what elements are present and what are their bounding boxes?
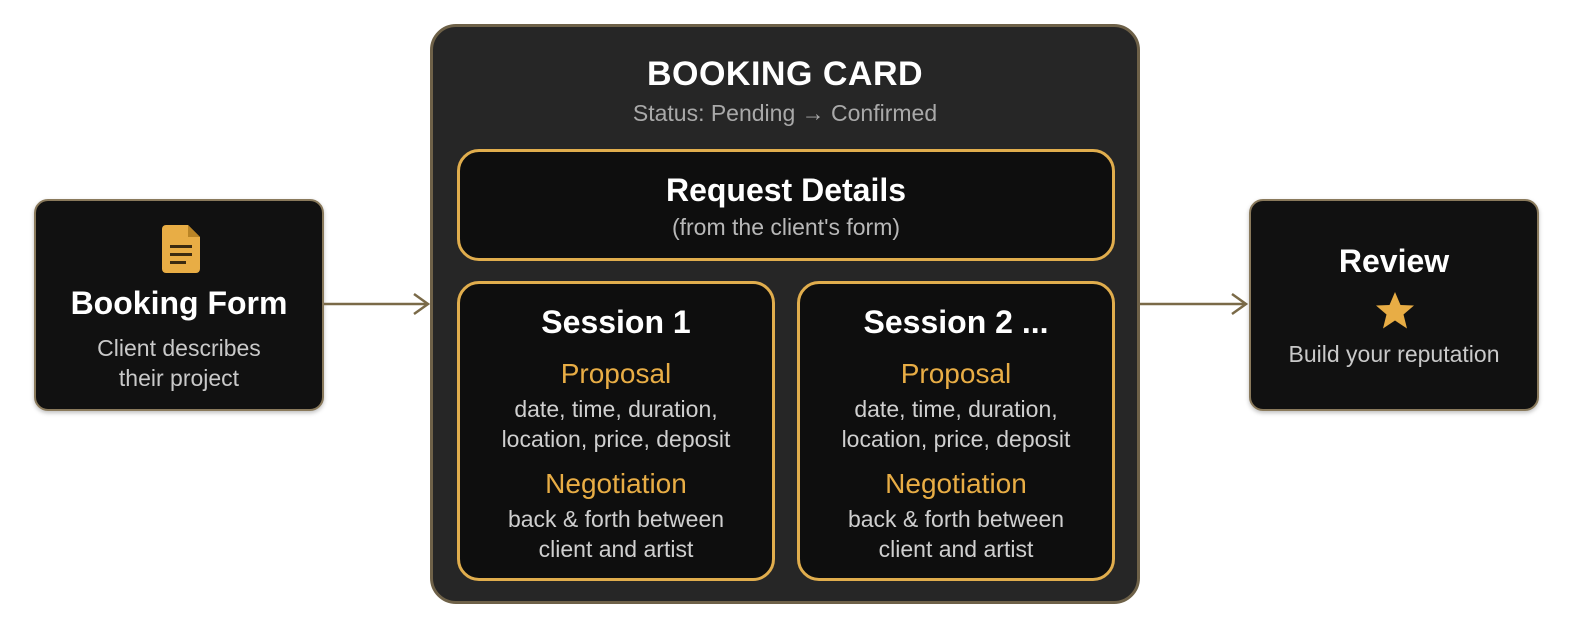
booking-form-title: Booking Form bbox=[70, 285, 288, 321]
booking-card: BOOKING CARD Status: Pending → Confirmed… bbox=[430, 24, 1140, 604]
review-description: Build your reputation bbox=[1288, 341, 1500, 367]
proposal-heading: Proposal bbox=[900, 358, 1012, 389]
star-icon bbox=[1376, 292, 1414, 329]
booking-form-box: Booking Form Client describes their proj… bbox=[34, 199, 324, 411]
arrow-card-to-review bbox=[1140, 292, 1249, 316]
booking-card-title: BOOKING CARD bbox=[646, 55, 924, 93]
document-icon bbox=[162, 225, 200, 273]
session-title: Session 2 ... bbox=[863, 304, 1049, 340]
proposal-text: date, time, duration, location, price, d… bbox=[841, 396, 1071, 452]
review-box: Review Build your reputation bbox=[1249, 199, 1539, 411]
request-details-box: Request Details (from the client's form) bbox=[457, 149, 1115, 261]
proposal-heading: Proposal bbox=[560, 358, 672, 389]
booking-form-description: Client describes their project bbox=[97, 335, 261, 391]
request-details-subtitle: (from the client's form) bbox=[671, 214, 901, 240]
session-1-box: Session 1 Proposal date, time, duration,… bbox=[457, 281, 775, 581]
negotiation-text: back & forth between client and artist bbox=[507, 506, 725, 562]
arrow-form-to-card bbox=[324, 292, 431, 316]
session-title: Session 1 bbox=[541, 304, 691, 340]
request-details-title: Request Details bbox=[665, 172, 907, 208]
session-2-box: Session 2 ... Proposal date, time, durat… bbox=[797, 281, 1115, 581]
negotiation-heading: Negotiation bbox=[545, 468, 687, 499]
proposal-text: date, time, duration, location, price, d… bbox=[501, 396, 731, 452]
review-title: Review bbox=[1338, 243, 1450, 279]
negotiation-text: back & forth between client and artist bbox=[847, 506, 1065, 562]
booking-card-status: Status: Pending → Confirmed bbox=[632, 100, 938, 126]
negotiation-heading: Negotiation bbox=[885, 468, 1027, 499]
